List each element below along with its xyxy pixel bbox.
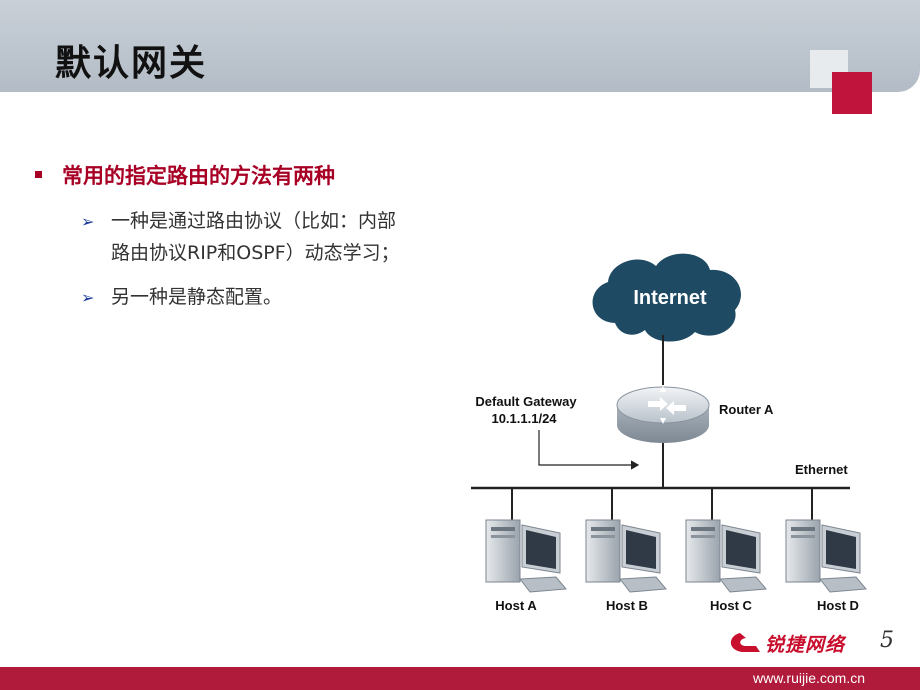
footer-url: www.ruijie.com.cn (752, 670, 865, 686)
footer-bar (0, 667, 920, 690)
square-bullet-icon (35, 170, 42, 178)
host-b-label: Host B (606, 598, 648, 613)
sub-bullet-1: ➢ 一种是通过路由协议（比如：内部 (81, 205, 396, 238)
internet-label: Internet (633, 287, 707, 309)
page-number: 5 (880, 628, 894, 653)
router-label: Router A (719, 402, 774, 417)
logo-text: 锐捷网络 (765, 634, 846, 656)
gateway-label: Default Gateway (475, 394, 577, 409)
host-b-computer-icon (585, 519, 667, 593)
host-d-label: Host D (817, 598, 859, 613)
host-c-computer-icon (685, 519, 767, 593)
router-icon (616, 386, 710, 443)
host-d-computer-icon (785, 519, 867, 593)
host-c-label: Host C (710, 598, 753, 613)
ethernet-label: Ethernet (795, 462, 848, 477)
sub-bullet-1-continued: 路由协议RIP和OSPF）动态学习； (111, 242, 400, 264)
gateway-arrow (538, 430, 640, 470)
title-bar (0, 0, 920, 92)
sub-bullet-1-text: 一种是通过路由协议（比如：内部 (111, 210, 397, 232)
sub-bullet-2-text: 另一种是静态配置。 (111, 286, 283, 308)
main-bullet-text: 常用的指定路由的方法有两种 (62, 164, 335, 188)
arrow-bullet-icon: ➢ (81, 288, 95, 307)
decorative-square-red (832, 72, 872, 114)
main-bullet: 常用的指定路由的方法有两种 (35, 160, 335, 190)
ruijie-logo-icon (730, 633, 760, 652)
gateway-address: 10.1.1.1/24 (491, 411, 557, 426)
host-a-label: Host A (495, 598, 537, 613)
arrow-bullet-icon: ➢ (81, 212, 95, 231)
internet-cloud-icon (592, 253, 741, 342)
sub-bullet-2: ➢ 另一种是静态配置。 (81, 281, 282, 314)
slide-title: 默认网关 (55, 43, 208, 84)
host-a-computer-icon (485, 519, 567, 593)
